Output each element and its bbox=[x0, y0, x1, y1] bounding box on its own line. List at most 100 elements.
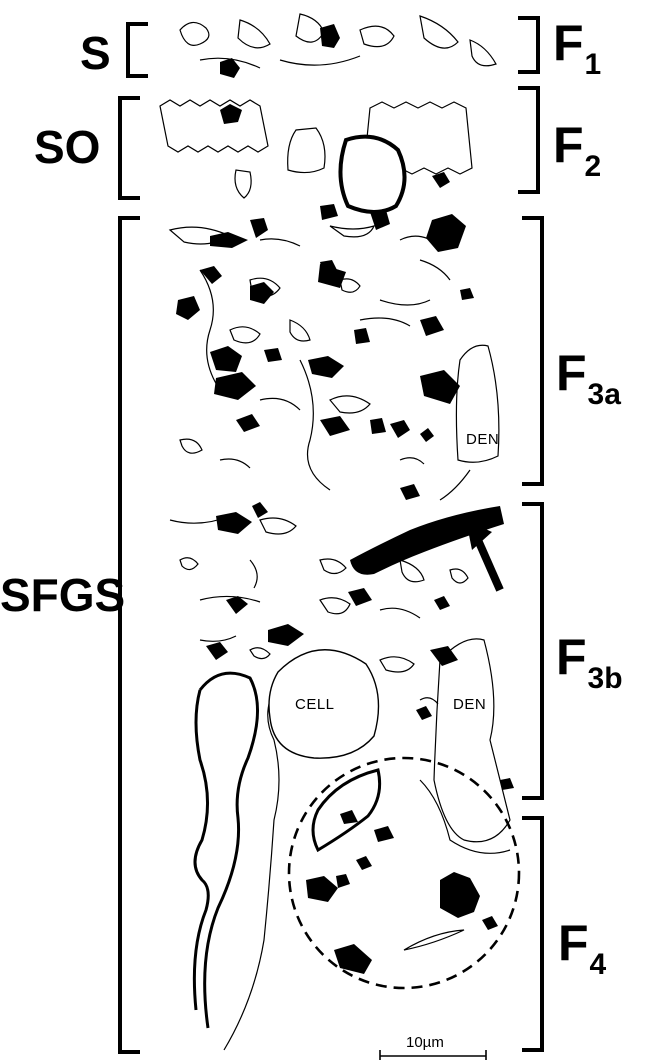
outline-profile bbox=[420, 260, 450, 280]
terminal bbox=[500, 778, 514, 790]
outline-profile bbox=[260, 518, 296, 534]
bracket-f2 bbox=[518, 88, 538, 192]
layer-label-sfgs: SFGS bbox=[0, 572, 125, 618]
outline-profile bbox=[290, 320, 310, 341]
outline-profile bbox=[235, 170, 251, 198]
terminal bbox=[306, 876, 338, 902]
outline-profile bbox=[320, 559, 346, 574]
terminal bbox=[216, 512, 252, 534]
outline-profile bbox=[200, 636, 236, 641]
terminal bbox=[430, 646, 458, 666]
outline-profile bbox=[404, 930, 464, 950]
outline-profile bbox=[360, 26, 394, 47]
outline-profile bbox=[180, 439, 202, 453]
terminal bbox=[252, 502, 268, 518]
outline-profile bbox=[340, 279, 360, 292]
terminal bbox=[420, 316, 444, 336]
terminal bbox=[420, 428, 434, 442]
terminal bbox=[416, 706, 432, 720]
outline-profile bbox=[260, 398, 300, 410]
terminal bbox=[370, 418, 386, 434]
fraction-label-f1: F1 bbox=[553, 18, 601, 68]
terminal bbox=[236, 414, 260, 432]
fraction-label-f4: F4 bbox=[558, 918, 606, 968]
terminal bbox=[220, 58, 240, 78]
outline-profile bbox=[434, 639, 510, 842]
terminal bbox=[400, 484, 420, 500]
outline-profile bbox=[180, 558, 198, 570]
terminal bbox=[356, 856, 372, 870]
fraction-label-f3b: F3b bbox=[556, 632, 623, 682]
terminal bbox=[432, 172, 450, 188]
f4-dashed-region bbox=[289, 758, 519, 988]
outline-profile bbox=[180, 22, 209, 45]
terminal bbox=[390, 420, 410, 438]
bracket-so bbox=[120, 98, 140, 198]
terminal bbox=[210, 232, 248, 248]
layer-label-s: S bbox=[80, 30, 111, 76]
outline-profile bbox=[288, 128, 325, 173]
terminal bbox=[226, 596, 248, 614]
terminal bbox=[434, 596, 450, 610]
terminal bbox=[460, 288, 474, 300]
terminal bbox=[426, 214, 466, 252]
outline-profile bbox=[330, 226, 374, 237]
outline-profile bbox=[260, 239, 300, 246]
terminal bbox=[220, 104, 242, 124]
terminal bbox=[320, 24, 340, 48]
outline-profile bbox=[230, 327, 260, 343]
outline-profile bbox=[160, 100, 268, 152]
bracket-sfgs bbox=[120, 218, 140, 1052]
terminal bbox=[348, 588, 372, 606]
bracket-f4 bbox=[522, 818, 542, 1050]
bracket-f1 bbox=[518, 18, 538, 72]
outline-profile bbox=[450, 569, 468, 583]
outline-profile bbox=[380, 300, 430, 305]
terminal bbox=[268, 624, 304, 646]
outline-profile bbox=[250, 648, 270, 659]
outline-profile bbox=[296, 14, 324, 42]
terminal bbox=[354, 328, 370, 344]
terminal bbox=[334, 944, 372, 974]
terminal bbox=[264, 348, 282, 362]
outline-profile bbox=[400, 560, 424, 582]
outline-profile bbox=[400, 458, 424, 464]
outline-profile bbox=[380, 608, 420, 618]
bracket-f3b bbox=[522, 504, 542, 798]
outline-profile bbox=[420, 698, 438, 704]
structure-label-den-upper: DEN bbox=[466, 432, 499, 447]
terminal bbox=[320, 416, 350, 436]
terminal bbox=[214, 372, 256, 400]
outline-profile bbox=[440, 470, 470, 500]
vessel-outline bbox=[340, 137, 404, 212]
outline-profile bbox=[250, 560, 257, 588]
bracket-s bbox=[128, 24, 148, 76]
structure-label-den-lower: DEN bbox=[453, 697, 486, 712]
outline-profile bbox=[380, 657, 414, 672]
outline-profile bbox=[330, 396, 370, 413]
outline-profile bbox=[238, 20, 270, 48]
terminal bbox=[250, 282, 274, 304]
scale-bar-label: 10µm bbox=[406, 1035, 444, 1050]
outline-profile bbox=[320, 598, 350, 614]
profile-bold-outline bbox=[313, 770, 380, 850]
terminal bbox=[206, 642, 228, 660]
fraction-label-f3a: F3a bbox=[556, 348, 621, 398]
bracket-f3a bbox=[522, 218, 542, 484]
outline-profile bbox=[470, 40, 496, 66]
layer-label-so: SO bbox=[34, 124, 100, 170]
outline-profile bbox=[280, 56, 360, 65]
terminal bbox=[420, 370, 460, 404]
terminal bbox=[320, 204, 338, 220]
left-layer-brackets bbox=[120, 24, 148, 1052]
terminal bbox=[176, 296, 200, 320]
outline-profile bbox=[200, 270, 220, 390]
scale-bar bbox=[380, 1050, 486, 1060]
terminal bbox=[482, 916, 498, 930]
terminal bbox=[210, 346, 242, 372]
outline-profile bbox=[420, 780, 510, 853]
terminal bbox=[374, 826, 394, 842]
right-fraction-brackets bbox=[518, 18, 542, 1050]
outline-profile bbox=[420, 16, 458, 48]
terminal bbox=[440, 872, 480, 918]
